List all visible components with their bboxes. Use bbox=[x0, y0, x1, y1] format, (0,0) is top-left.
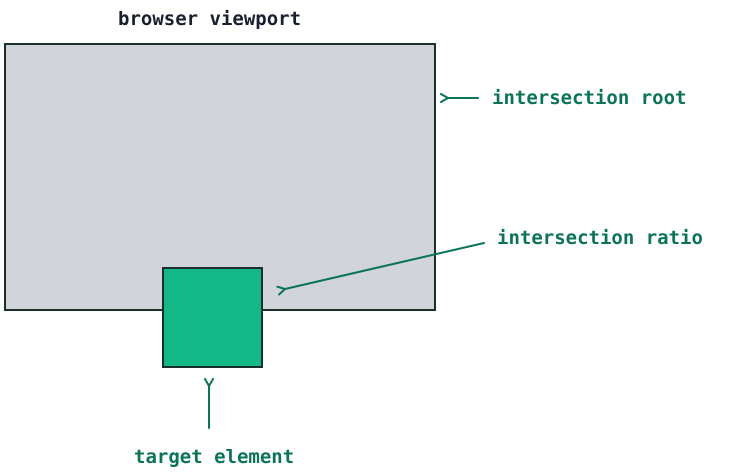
target-element-label: target element bbox=[134, 446, 295, 468]
intersection-ratio-label: intersection ratio bbox=[497, 227, 703, 249]
browser-viewport-label: browser viewport bbox=[118, 8, 302, 30]
intersection-root-label: intersection root bbox=[492, 87, 687, 109]
viewport-box bbox=[4, 43, 436, 311]
ratio-arrow bbox=[276, 242, 485, 296]
target-element-box bbox=[162, 267, 263, 368]
